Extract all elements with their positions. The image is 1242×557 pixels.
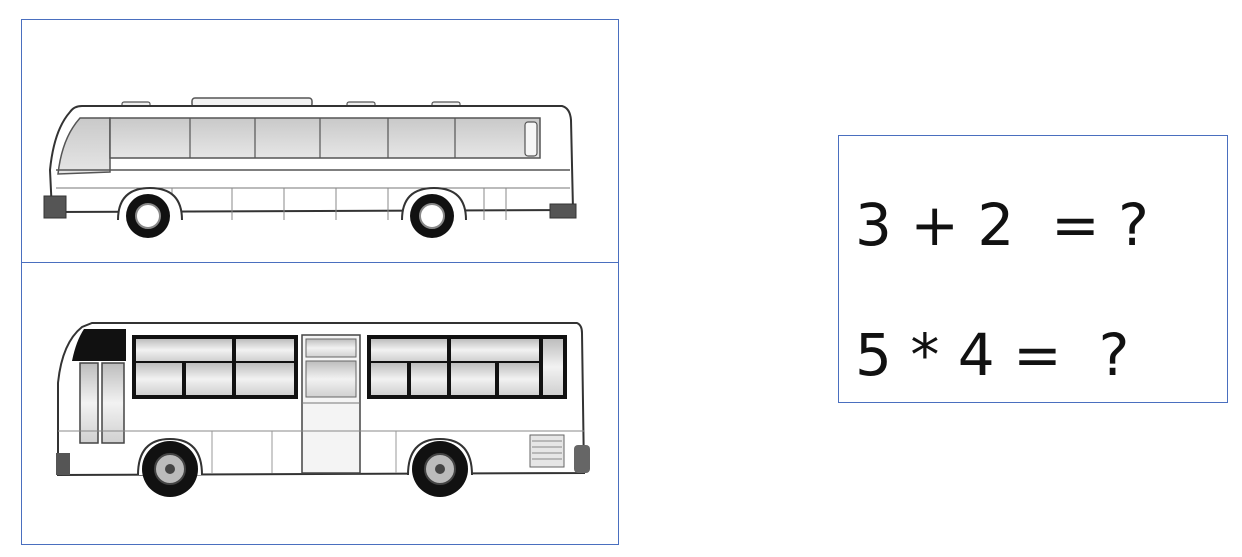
equation-multiplication: 5 * 4 = ? [855, 321, 1130, 389]
city-bus-panel [21, 262, 619, 545]
city-bus-image [56, 322, 590, 497]
coach-bus-panel [21, 19, 619, 263]
equation-box: 3 + 2 = ? 5 * 4 = ? [838, 135, 1228, 403]
coach-bus-image [43, 97, 577, 238]
equation-addition: 3 + 2 = ? [855, 191, 1149, 259]
